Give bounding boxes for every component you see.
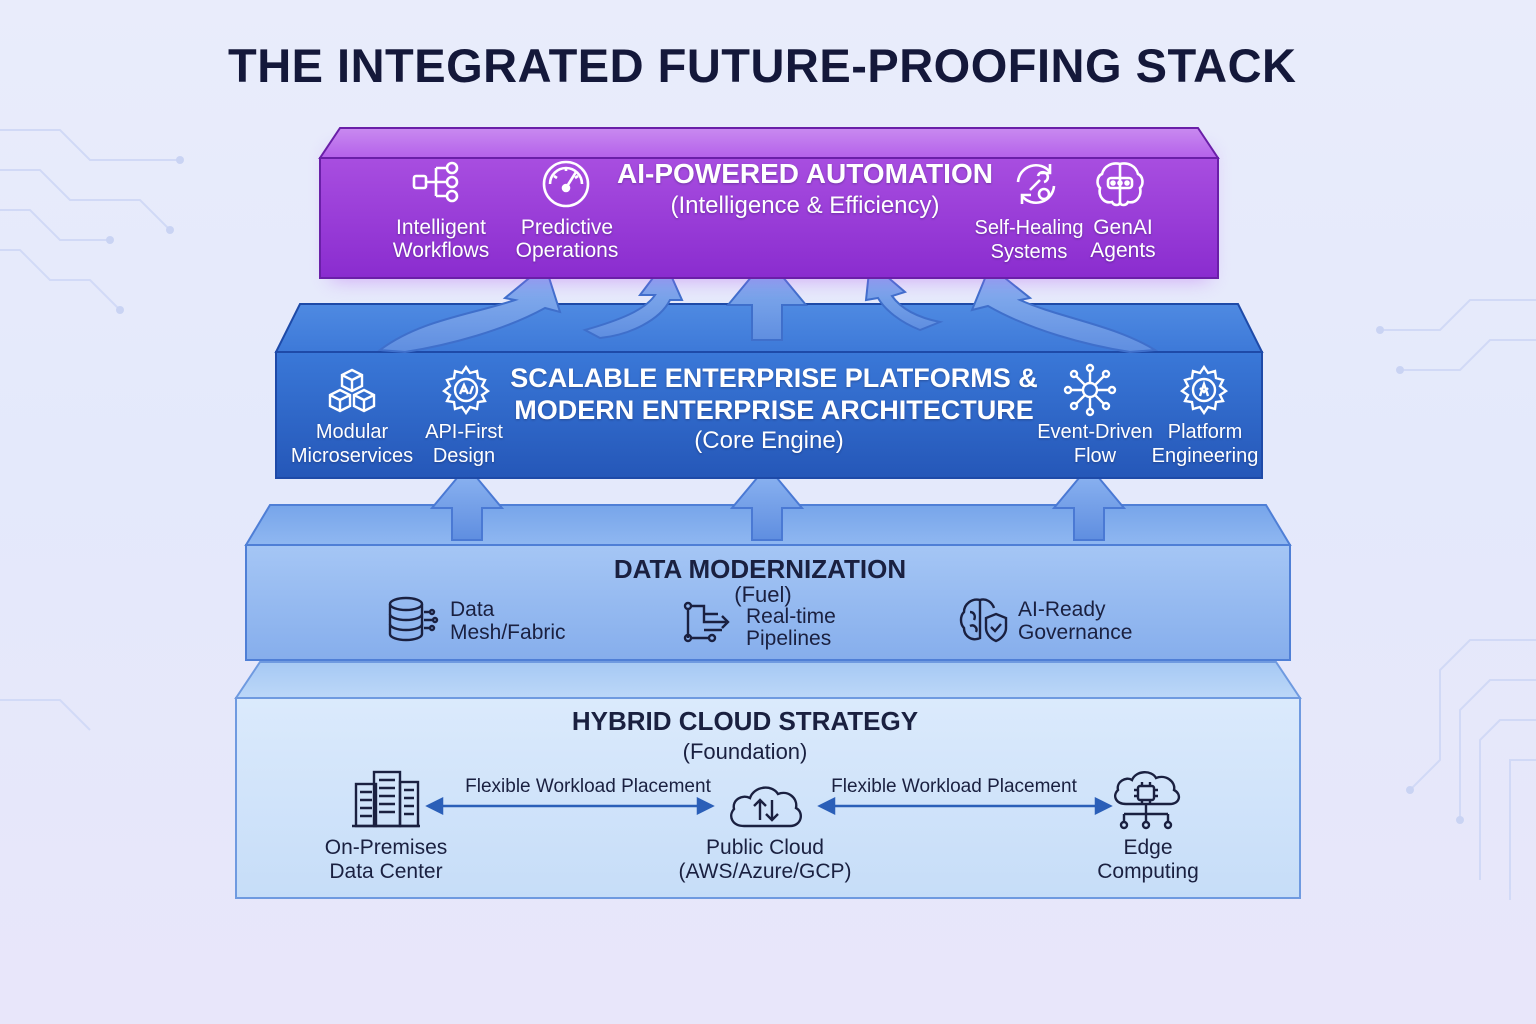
data-layer-title: DATA MODERNIZATION: [613, 554, 907, 584]
pipeline-icon: [682, 600, 734, 644]
data-layer-subtitle: (Fuel): [734, 582, 792, 607]
cloud-layer-slab: [234, 661, 1302, 899]
cloud-item-label-2: Public Cloud(AWS/Azure/GCP): [678, 836, 852, 883]
platform-layer-title-line2: MODERN ENTERPRISE ARCHITECTURE: [514, 395, 1034, 425]
flow-arrows: [425, 796, 1113, 816]
self-healing-icon: [1010, 160, 1062, 208]
cloud-layer-title: HYBRID CLOUD STRATEGY: [571, 706, 919, 736]
platform-layer-title-line1: SCALABLE ENTERPRISE PLATFORMS &: [510, 363, 1038, 393]
api-gear-icon: [440, 364, 492, 416]
data-to-platform-arrows: [429, 464, 1127, 541]
platform-gear-icon: [1178, 364, 1230, 416]
brain-shield-icon: [958, 596, 1010, 644]
ai-layer-title: AI-POWERED AUTOMATION: [617, 158, 993, 189]
diagram-title: THE INTEGRATED FUTURE-PROOFING STACK: [228, 39, 1297, 92]
edge-cloud-icon: [1110, 768, 1182, 832]
cubes-icon: [326, 368, 378, 414]
event-network-icon: [1063, 363, 1117, 417]
ai-layer-subtitle: (Intelligence & Efficiency): [670, 192, 940, 219]
flow-label-right: Flexible Workload Placement: [831, 776, 1077, 797]
speedometer-icon: [540, 158, 592, 208]
flow-label-left: Flexible Workload Placement: [465, 776, 711, 797]
cloud-layer-subtitle: (Foundation): [682, 739, 808, 764]
platform-layer-subtitle: (Core Engine): [694, 427, 844, 454]
brain-circuit-icon: [1094, 160, 1146, 208]
database-icon: [386, 596, 439, 642]
building-icon: [350, 768, 422, 828]
cloud-sync-icon: [726, 780, 806, 830]
workflow-icon: [412, 160, 464, 204]
